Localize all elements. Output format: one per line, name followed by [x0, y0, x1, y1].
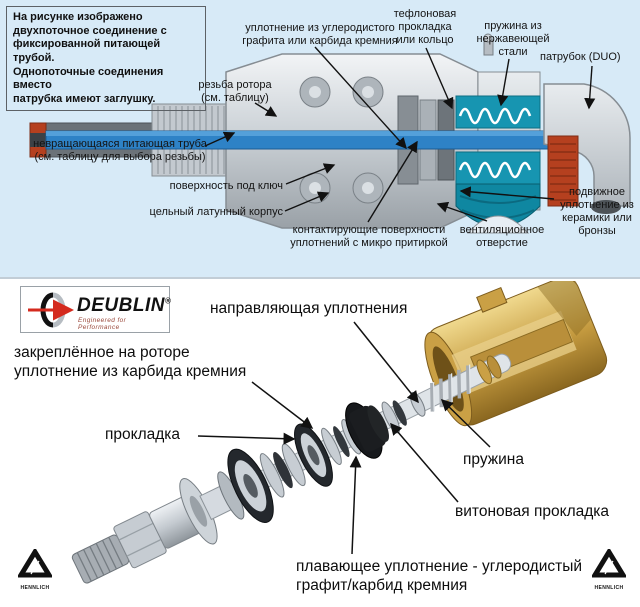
label-gasket: прокладка [105, 426, 181, 443]
deublin-ring-icon [28, 292, 74, 328]
label-seal-guide: направляющая уплотнения [210, 300, 408, 317]
leader-viton [390, 422, 459, 503]
info-box: На рисунке изображено двухпоточное соеди… [6, 6, 206, 112]
grease-fitting-cap [483, 33, 493, 43]
bearing-ball [309, 182, 321, 194]
hennlich-text: HENNLICH [20, 585, 50, 591]
triangle-outer [590, 547, 628, 578]
deublin-logo: DEUBLIN® Engineered for Performance [20, 286, 172, 333]
label-teflon-gasket: тефлоновая прокладка или кольцо [393, 8, 457, 46]
triangle-inner [600, 557, 618, 572]
label-nipple-duo: патрубок (DUO) [540, 51, 621, 63]
leader-movable-seal [459, 186, 555, 200]
blue-channel-highlight [46, 131, 556, 136]
leader-seal-guide [353, 321, 419, 404]
spring-coil-bottom [458, 161, 532, 179]
registered-mark: ® [164, 296, 172, 306]
triangle-slash [604, 560, 614, 575]
nipple-thread-lines [550, 143, 576, 201]
leader-wrench-flat [285, 163, 336, 185]
leader-spring [440, 398, 491, 448]
label-vent-hole: вентиляционное отверстие [459, 224, 545, 249]
label-carbon-seal: уплотнение из углеродистого графита или … [242, 22, 398, 47]
label-steel-spring: пружина из нержавеющей стали [476, 20, 550, 58]
label-wrench-flat: поверхность под ключ [169, 180, 283, 192]
bearing-ball [362, 182, 374, 194]
housing-notch [537, 281, 592, 336]
leader-teflon [425, 47, 454, 110]
bearing-2-bore [307, 445, 320, 466]
brand-tagline: Engineered for Performance [78, 317, 127, 331]
stub-threads [76, 536, 124, 582]
spring-coil-top [458, 107, 532, 125]
leader-brass-body [284, 191, 330, 212]
nipple-outlet [591, 200, 621, 214]
leader-rotor-thread [254, 102, 278, 117]
leader-rotor-seal [251, 381, 314, 429]
coil-spring [430, 365, 471, 412]
hex-facets [118, 522, 162, 557]
feed-pipe-bore [30, 133, 46, 147]
exploded-view-panel: DEUBLIN® Engineered for Performance напр… [0, 281, 640, 607]
label-rotor-thread: резьба ротора (см. таблицу) [198, 79, 272, 104]
label-viton-gasket: витоновая прокладка [455, 503, 610, 520]
label-contact-surfaces: контактирующие поверхности уплотнений с … [290, 224, 448, 249]
hennlich-mark-left: HENNLICH [12, 547, 58, 591]
coil-spring-highlight [432, 364, 471, 411]
leader-steel-spring [497, 58, 510, 107]
top-leader-lines [204, 46, 596, 223]
label-movable-seal: подвижное уплотнение из керамики или бро… [560, 186, 634, 237]
bearing-1-bore [243, 473, 258, 498]
leader-vent-hole [436, 201, 488, 222]
vent-cavity [466, 215, 530, 234]
washer [321, 427, 342, 465]
hennlich-text: HENNLICH [594, 585, 624, 591]
cross-section-panel: На рисунке изображено двухпоточное соеди… [0, 0, 640, 279]
label-floating-seal: плавающее уплотнение - углеродистый граф… [296, 558, 583, 595]
hennlich-triangle-icon [590, 547, 628, 578]
bottom-leader-lines [197, 321, 491, 555]
triangle-outer [16, 547, 54, 578]
housing-boss [476, 286, 508, 313]
label-feed-tube: невращающаяся питающая труба (см. таблиц… [33, 138, 207, 163]
leader-floating-seal [349, 455, 362, 555]
flange-bore [189, 495, 208, 527]
triangle-slash [30, 560, 40, 575]
bearing-ball [362, 86, 374, 98]
label-spring: пружина [463, 451, 524, 468]
leader-nipple [584, 65, 596, 110]
label-rotor-seal: закреплённое на роторе уплотнение из кар… [14, 344, 247, 381]
floating-seal-body [349, 405, 386, 452]
triangle-inner [26, 557, 44, 572]
exploded-view-drawing [71, 281, 608, 584]
brass-disc [486, 355, 502, 379]
leader-carbon-seal [314, 46, 407, 150]
label-brass-body: цельный латунный корпус [149, 206, 283, 218]
leader-contact-surfaces [367, 140, 418, 223]
leader-gasket [197, 432, 296, 445]
brass-housing [424, 281, 608, 427]
brass-disc [476, 359, 493, 385]
brand-name: DEUBLIN® [77, 295, 172, 316]
floating-seal-face [367, 405, 389, 442]
rotary-union-cutaway-drawing [29, 33, 631, 234]
hennlich-triangle-icon [16, 547, 54, 578]
dark-washer [273, 451, 293, 489]
dark-washer [333, 426, 350, 457]
bearing-ball [309, 86, 321, 98]
duo-nipple [543, 83, 631, 207]
nipple-red-lining [547, 135, 579, 207]
cutaway-machine [29, 33, 631, 234]
leader-feed-tube [204, 131, 236, 147]
hennlich-mark-right: HENNLICH [586, 547, 632, 591]
viton-washer [392, 400, 407, 426]
washer [259, 453, 285, 498]
